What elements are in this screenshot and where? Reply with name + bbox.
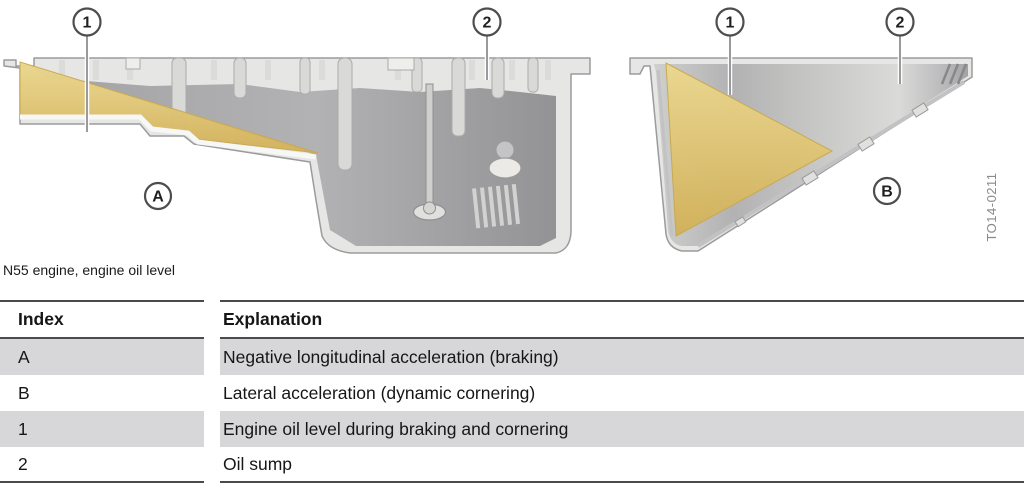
label-b-badge: B bbox=[872, 176, 902, 206]
row-index: 1 bbox=[0, 411, 204, 447]
label-a-badge: A bbox=[143, 181, 173, 211]
row-explanation: Lateral acceleration (dynamic cornering) bbox=[223, 382, 536, 403]
row-index: 2 bbox=[0, 447, 204, 483]
pan-floor-line bbox=[20, 114, 317, 160]
callout-2-badge: 2 bbox=[885, 7, 915, 37]
column-gutter bbox=[204, 300, 220, 339]
column-gutter bbox=[204, 411, 220, 447]
figure-caption: N55 engine, engine oil level bbox=[3, 262, 176, 278]
row-explanation: Negative longitudinal acceleration (brak… bbox=[220, 339, 1024, 375]
table-row: A Negative longitudinal acceleration (br… bbox=[0, 339, 1024, 375]
row-explanation: Oil sump bbox=[220, 447, 1024, 483]
row-index: A bbox=[0, 339, 204, 375]
callout-1-badge: 1 bbox=[72, 7, 102, 37]
interior-ribs bbox=[171, 57, 539, 171]
callout-1-badge: 1 bbox=[715, 7, 745, 37]
column-header-index: Index bbox=[0, 300, 204, 339]
column-gutter bbox=[204, 447, 220, 483]
svg-text:1: 1 bbox=[83, 15, 92, 32]
figure-reference-code: TO14-0211 bbox=[984, 172, 999, 242]
figure-n55-oil-level: 1 2 A bbox=[3, 7, 999, 254]
wall-step-tabs bbox=[734, 102, 929, 228]
row-explanation: Engine oil level during braking and corn… bbox=[220, 411, 1024, 447]
inner-wall-line bbox=[656, 69, 674, 237]
svg-text:2: 2 bbox=[896, 15, 905, 32]
svg-text:2: 2 bbox=[483, 15, 492, 32]
column-gutter bbox=[204, 339, 220, 375]
legend-table: Index Explanation A Negative longitudina… bbox=[0, 300, 1024, 483]
column-gutter bbox=[204, 375, 220, 411]
table-row: B Lateral acceleration (dynamic cornerin… bbox=[0, 375, 1024, 411]
svg-text:A: A bbox=[152, 189, 164, 206]
table-row: 1 Engine oil level during braking and co… bbox=[0, 411, 1024, 447]
column-header-explanation: Explanation bbox=[220, 300, 1024, 339]
oil-passage bbox=[488, 140, 522, 179]
callout-2-badge: 2 bbox=[472, 7, 502, 37]
table-header-row: Index Explanation bbox=[0, 300, 1024, 339]
section-hatching bbox=[940, 63, 968, 85]
illustration-longitudinal-section: 1 2 A bbox=[3, 7, 591, 254]
top-notches bbox=[125, 57, 415, 71]
pan-interior-shadow bbox=[22, 64, 556, 246]
illustration-cross-section: 1 2 B bbox=[629, 7, 973, 252]
table-row: 2 Oil sump bbox=[0, 447, 1024, 483]
drain-bolt bbox=[412, 83, 447, 221]
row-index: B bbox=[18, 382, 30, 403]
oil-level-region bbox=[665, 62, 834, 237]
cooling-fins bbox=[472, 184, 520, 229]
svg-text:B: B bbox=[881, 184, 893, 201]
svg-text:1: 1 bbox=[726, 15, 735, 32]
